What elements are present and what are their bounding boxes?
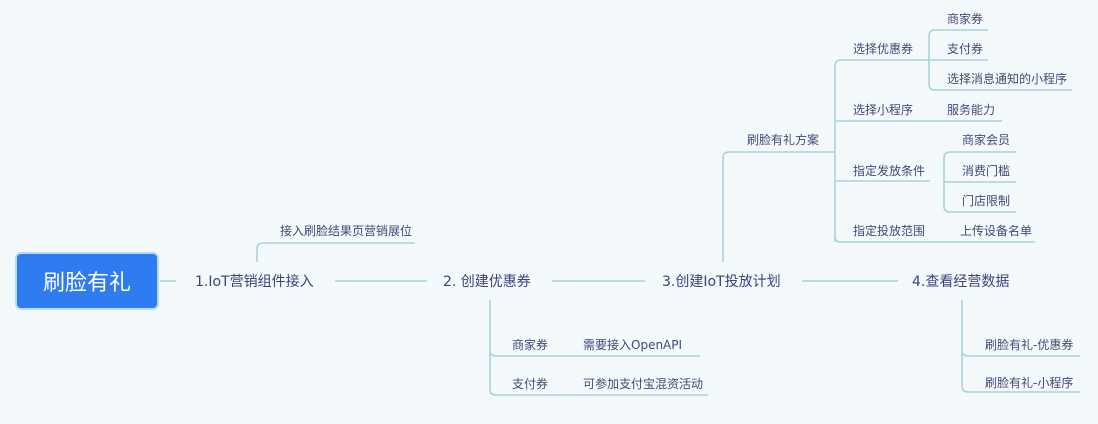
step-coupon-child[interactable]: 支付券	[947, 42, 984, 56]
step-condition-child[interactable]: 消费门槛	[962, 164, 1011, 178]
step-scope[interactable]: 指定投放范围	[853, 224, 926, 238]
step-coupon-child[interactable]: 商家券	[947, 12, 984, 26]
root-node[interactable]: 刷脸有礼	[15, 252, 159, 310]
plan-node[interactable]: 刷脸有礼方案	[747, 133, 820, 147]
data-miniapp[interactable]: 刷脸有礼-小程序	[985, 376, 1074, 390]
step-select-coupon[interactable]: 选择优惠券	[853, 42, 914, 56]
step-conditions[interactable]: 指定发放条件	[853, 164, 926, 178]
step-coupon-child[interactable]: 选择消息通知的小程序	[947, 72, 1068, 86]
step-miniapp-child[interactable]: 服务能力	[947, 103, 996, 117]
branch-1[interactable]: 1.IoT营销组件接入	[195, 274, 314, 290]
step-condition-child[interactable]: 商家会员	[962, 133, 1011, 147]
data-coupon[interactable]: 刷脸有礼-优惠券	[985, 338, 1074, 352]
branch-2[interactable]: 2. 创建优惠券	[443, 274, 531, 290]
branch-1-child[interactable]: 接入刷脸结果页营销展位	[280, 224, 413, 238]
coupon-merchant[interactable]: 商家券	[512, 338, 549, 352]
step-scope-child[interactable]: 上传设备名单	[960, 224, 1033, 238]
branch-4[interactable]: 4.查看经营数据	[912, 274, 1010, 290]
branch-3[interactable]: 3.创建IoT投放计划	[662, 274, 781, 290]
coupon-pay-detail[interactable]: 可参加支付宝混资活动	[583, 377, 704, 391]
coupon-merchant-detail[interactable]: 需要接入OpenAPI	[583, 338, 683, 352]
step-select-miniapp[interactable]: 选择小程序	[853, 103, 914, 117]
step-condition-child[interactable]: 门店限制	[962, 194, 1011, 208]
coupon-pay[interactable]: 支付券	[512, 377, 549, 391]
